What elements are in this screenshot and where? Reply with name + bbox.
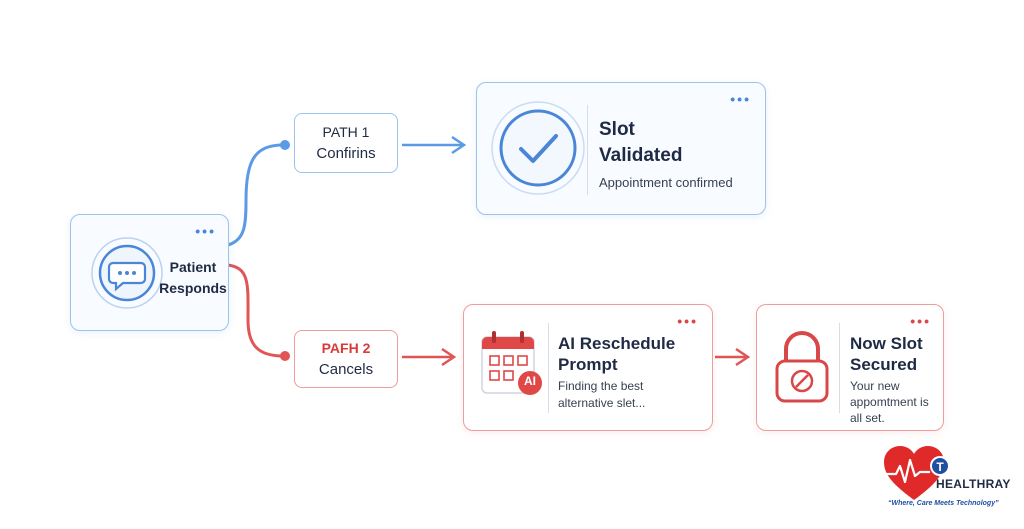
branch-dot-path2	[280, 351, 290, 361]
more-dots-icon: •••	[730, 91, 751, 107]
more-dots-icon: •••	[910, 313, 931, 329]
slot-validated-card: ••• Slot Validated Appointment confirmed	[476, 82, 766, 215]
validated-title-line1: Slot	[599, 119, 635, 140]
branch-line-path1	[227, 143, 284, 247]
healthray-logo: T HEALTHRAY “Where, Care Meets Technolog…	[880, 444, 1010, 524]
validated-title: Slot Validated	[599, 117, 682, 169]
secured-desc-line2: appomtment is	[850, 395, 929, 409]
slot-secured-card: ••• Now Slot Secured Your new appomtment…	[756, 304, 944, 431]
path2-label-line1: PAFH 2	[321, 340, 371, 356]
secured-desc: Your new appomtment is all set.	[850, 378, 929, 426]
divider	[839, 323, 840, 413]
svg-text:T: T	[936, 460, 944, 474]
path1-label-line1: PATH 1	[322, 124, 370, 140]
validated-subtitle: Appointment confirmed	[599, 175, 733, 190]
path2-pill: PAFH 2 Cancels	[294, 330, 398, 388]
check-circle-icon	[491, 101, 585, 195]
path2-label-line2: Cancels	[318, 361, 374, 378]
start-label-line1: Patient	[169, 259, 217, 275]
reschedule-title: AI Reschedule Prompt	[558, 333, 675, 375]
branch-line-path2	[227, 263, 284, 358]
divider	[587, 105, 588, 195]
reschedule-desc-line2: alternative slet...	[558, 396, 646, 410]
ai-badge: AI	[524, 374, 536, 388]
path1-pill: PATH 1 Confirins	[294, 113, 398, 173]
brand-name: HEALTHRAY	[936, 477, 1011, 491]
branch-dot-path1	[280, 140, 290, 150]
start-label: Patient Responds	[157, 257, 229, 299]
reschedule-desc: Finding the best alternative slet...	[558, 378, 645, 412]
reschedule-desc-line1: Finding the best	[558, 379, 644, 393]
brand-tagline: “Where, Care Meets Technology”	[888, 500, 999, 507]
secured-desc-line1: Your new	[850, 379, 900, 393]
secured-title-line1: Now Slot	[850, 334, 923, 353]
more-dots-icon: •••	[195, 223, 216, 239]
validated-title-line2: Validated	[599, 145, 683, 166]
start-label-line2: Responds	[159, 280, 227, 296]
reschedule-title-line1: AI Reschedule	[558, 334, 676, 353]
more-dots-icon: •••	[677, 313, 698, 329]
reschedule-title-line2: Prompt	[558, 355, 618, 374]
secured-title: Now Slot Secured	[850, 333, 923, 375]
calendar-icon	[481, 331, 542, 395]
ai-reschedule-card: ••• AI AI Reschedule Prompt Finding the …	[463, 304, 713, 431]
chat-bubble-icon	[91, 237, 163, 309]
padlock-icon	[775, 331, 829, 403]
secured-title-line2: Secured	[850, 355, 918, 374]
secured-desc-line3: all set.	[850, 411, 885, 425]
divider	[548, 323, 549, 413]
patient-responds-node: ••• Patient Responds	[70, 214, 229, 331]
path1-label-line2: Confirins	[316, 145, 376, 162]
heart-pulse-logo-icon: T	[884, 446, 950, 500]
